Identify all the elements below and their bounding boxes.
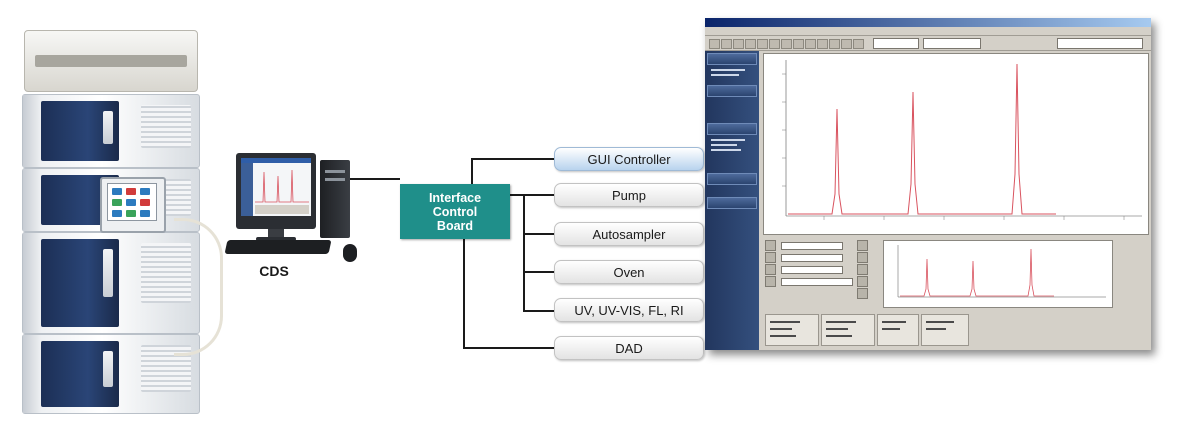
mouse-icon bbox=[343, 244, 357, 262]
chromatogram-mini-plot bbox=[883, 240, 1113, 308]
link-to-oven bbox=[523, 271, 555, 273]
chromatogram-trace bbox=[788, 63, 1056, 215]
module-label: GUI Controller bbox=[587, 151, 671, 167]
hplc-module-detector bbox=[22, 334, 200, 414]
board-label-line-1: Interface bbox=[428, 190, 482, 205]
controller-keypad-icon bbox=[100, 177, 166, 233]
board-label-line-3: Board bbox=[436, 218, 474, 233]
module-pump: Pump bbox=[554, 183, 704, 207]
link-to-gui-controller bbox=[471, 158, 555, 160]
link-to-uv-detector bbox=[523, 310, 555, 312]
module-gui-controller: GUI Controller bbox=[554, 147, 704, 171]
module-label: UV, UV-VIS, FL, RI bbox=[574, 302, 684, 318]
module-dad: DAD bbox=[554, 336, 704, 360]
chromatography-software-screenshot bbox=[705, 18, 1151, 350]
controller-cable bbox=[174, 218, 223, 356]
module-label: Pump bbox=[612, 187, 646, 203]
hplc-module-autosampler bbox=[22, 232, 200, 334]
computer-tower-icon bbox=[320, 160, 350, 238]
hplc-module-top bbox=[22, 94, 200, 168]
cds-label: CDS bbox=[259, 263, 289, 279]
software-lower-panel bbox=[763, 236, 1147, 348]
module-label: Oven bbox=[613, 264, 645, 280]
module-autosampler: Autosampler bbox=[554, 222, 704, 246]
module-oven: Oven bbox=[554, 260, 704, 284]
hplc-instrument-stack bbox=[14, 30, 223, 415]
link-board-to-dad-vertical bbox=[463, 239, 465, 349]
link-cds-to-board bbox=[350, 178, 400, 180]
software-menubar bbox=[705, 27, 1151, 36]
link-to-autosampler bbox=[523, 233, 555, 235]
module-uv-detector: UV, UV-VIS, FL, RI bbox=[554, 298, 704, 322]
module-label: Autosampler bbox=[592, 226, 666, 242]
link-to-pump bbox=[510, 194, 555, 196]
chromatogram-main-plot bbox=[763, 53, 1149, 235]
link-board-to-gui-vertical bbox=[471, 158, 473, 184]
bus-vertical bbox=[523, 194, 525, 312]
board-label-line-2: Control bbox=[432, 204, 478, 219]
software-titlebar bbox=[705, 18, 1151, 27]
software-nav-panel bbox=[705, 51, 759, 350]
mini-chromatogram-trace bbox=[900, 248, 1054, 297]
computer-monitor-icon bbox=[236, 153, 316, 241]
keyboard-icon bbox=[224, 240, 332, 254]
solvent-tray bbox=[24, 30, 198, 92]
module-label: DAD bbox=[615, 340, 643, 356]
interface-control-board: Interface Control Board bbox=[400, 184, 510, 239]
link-to-dad bbox=[463, 347, 555, 349]
